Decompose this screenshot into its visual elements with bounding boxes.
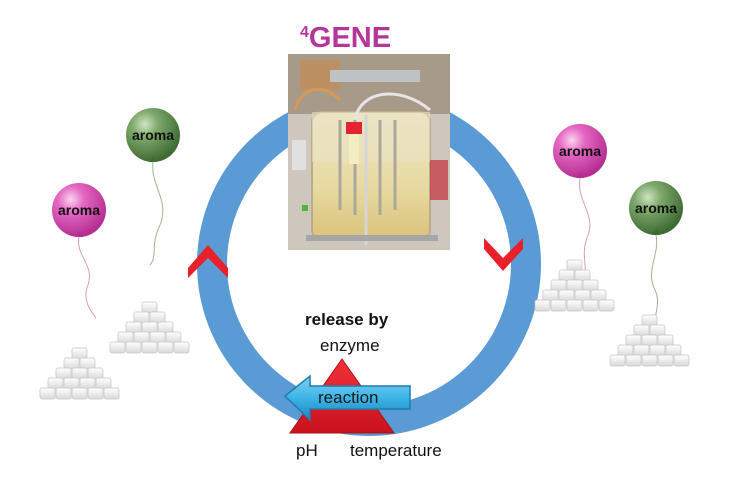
sugar-cube bbox=[133, 311, 150, 324]
sugar-cube bbox=[55, 367, 72, 380]
balloon-pink-right: aroma bbox=[553, 124, 607, 276]
reaction-arrow bbox=[283, 374, 411, 422]
sugar-cube bbox=[125, 341, 142, 354]
sugar-cube bbox=[133, 331, 150, 344]
bioreactor-photo bbox=[288, 54, 450, 250]
balloon-green-right: aroma bbox=[629, 181, 683, 331]
sugar-cube bbox=[625, 354, 642, 367]
sugar-cube bbox=[149, 311, 166, 324]
sugar-cube bbox=[566, 259, 583, 272]
sugar-cube bbox=[157, 341, 174, 354]
sugar-cube bbox=[125, 321, 142, 334]
sugar-cube bbox=[641, 334, 658, 347]
sugar-cube bbox=[550, 279, 567, 292]
sugar-cube bbox=[657, 334, 674, 347]
sugar-cube bbox=[47, 377, 64, 390]
sugar-cube bbox=[149, 331, 166, 344]
sugar-cube bbox=[633, 344, 650, 357]
balloon-green-left: aroma bbox=[126, 108, 180, 266]
sugar-cube bbox=[566, 299, 583, 312]
sugar-cube bbox=[87, 387, 104, 400]
sugar-cube bbox=[657, 354, 674, 367]
sugar-cube bbox=[95, 377, 112, 390]
sugar-cube bbox=[542, 289, 559, 302]
sugar-cube bbox=[71, 367, 88, 380]
sugar-cube bbox=[609, 354, 626, 367]
sugar-cube bbox=[566, 279, 583, 292]
balloon-label: aroma bbox=[635, 200, 677, 216]
sugar-cube bbox=[558, 289, 575, 302]
sugar-cube bbox=[39, 387, 56, 400]
title-text: GENE bbox=[308, 22, 392, 54]
sugar-cube bbox=[141, 301, 158, 314]
chevron-up-icon bbox=[188, 245, 228, 278]
sugar-cube bbox=[665, 344, 682, 357]
page-title: 4GENE bbox=[300, 22, 391, 55]
balloon-label: aroma bbox=[58, 202, 100, 218]
sugar-cube bbox=[63, 357, 80, 370]
release-heading: release by bbox=[305, 310, 389, 329]
sugar-cube bbox=[582, 279, 599, 292]
sugar-cube-pile bbox=[609, 314, 690, 367]
sugar-cube bbox=[649, 324, 666, 337]
sugar-cube bbox=[534, 299, 551, 312]
sugar-cube bbox=[633, 324, 650, 337]
sugar-cube bbox=[141, 321, 158, 334]
balloon-pink-left: aroma bbox=[52, 183, 106, 319]
sugar-cube bbox=[625, 334, 642, 347]
sugar-cube bbox=[165, 331, 182, 344]
sugar-cube bbox=[157, 321, 174, 334]
sugar-cube bbox=[71, 387, 88, 400]
sugar-cube-pile bbox=[109, 301, 190, 354]
reaction-label: reaction bbox=[318, 388, 379, 407]
factor-ph: pH bbox=[296, 441, 318, 460]
sugar-cube bbox=[590, 289, 607, 302]
sugar-cube bbox=[71, 347, 88, 360]
sugar-cube bbox=[141, 341, 158, 354]
sugar-cube bbox=[641, 314, 658, 327]
sugar-cube bbox=[649, 344, 666, 357]
sugar-cube bbox=[550, 299, 567, 312]
sugar-cube bbox=[87, 367, 104, 380]
factor-temperature: temperature bbox=[350, 441, 442, 460]
sugar-cube bbox=[617, 344, 634, 357]
sugar-cube bbox=[109, 341, 126, 354]
sugar-cube bbox=[173, 341, 190, 354]
balloon-label: aroma bbox=[132, 127, 174, 143]
sugar-cube bbox=[79, 377, 96, 390]
chevron-down-icon bbox=[484, 238, 523, 271]
sugar-cube bbox=[582, 299, 599, 312]
sugar-cube bbox=[574, 269, 591, 282]
balloon-label: aroma bbox=[559, 143, 601, 159]
sugar-piles bbox=[39, 259, 690, 400]
sugar-cube bbox=[598, 299, 615, 312]
sugar-cube-pile bbox=[534, 259, 615, 312]
sugar-cube bbox=[641, 354, 658, 367]
sugar-cube bbox=[79, 357, 96, 370]
sugar-cube bbox=[574, 289, 591, 302]
title-superscript: 4 bbox=[300, 24, 309, 41]
sugar-cube bbox=[673, 354, 690, 367]
sugar-cube bbox=[55, 387, 72, 400]
sugar-cube bbox=[103, 387, 120, 400]
sugar-cube bbox=[558, 269, 575, 282]
sugar-cube bbox=[63, 377, 80, 390]
sugar-cube-pile bbox=[39, 347, 120, 400]
sugar-cube bbox=[117, 331, 134, 344]
factor-enzyme: enzyme bbox=[320, 336, 380, 355]
